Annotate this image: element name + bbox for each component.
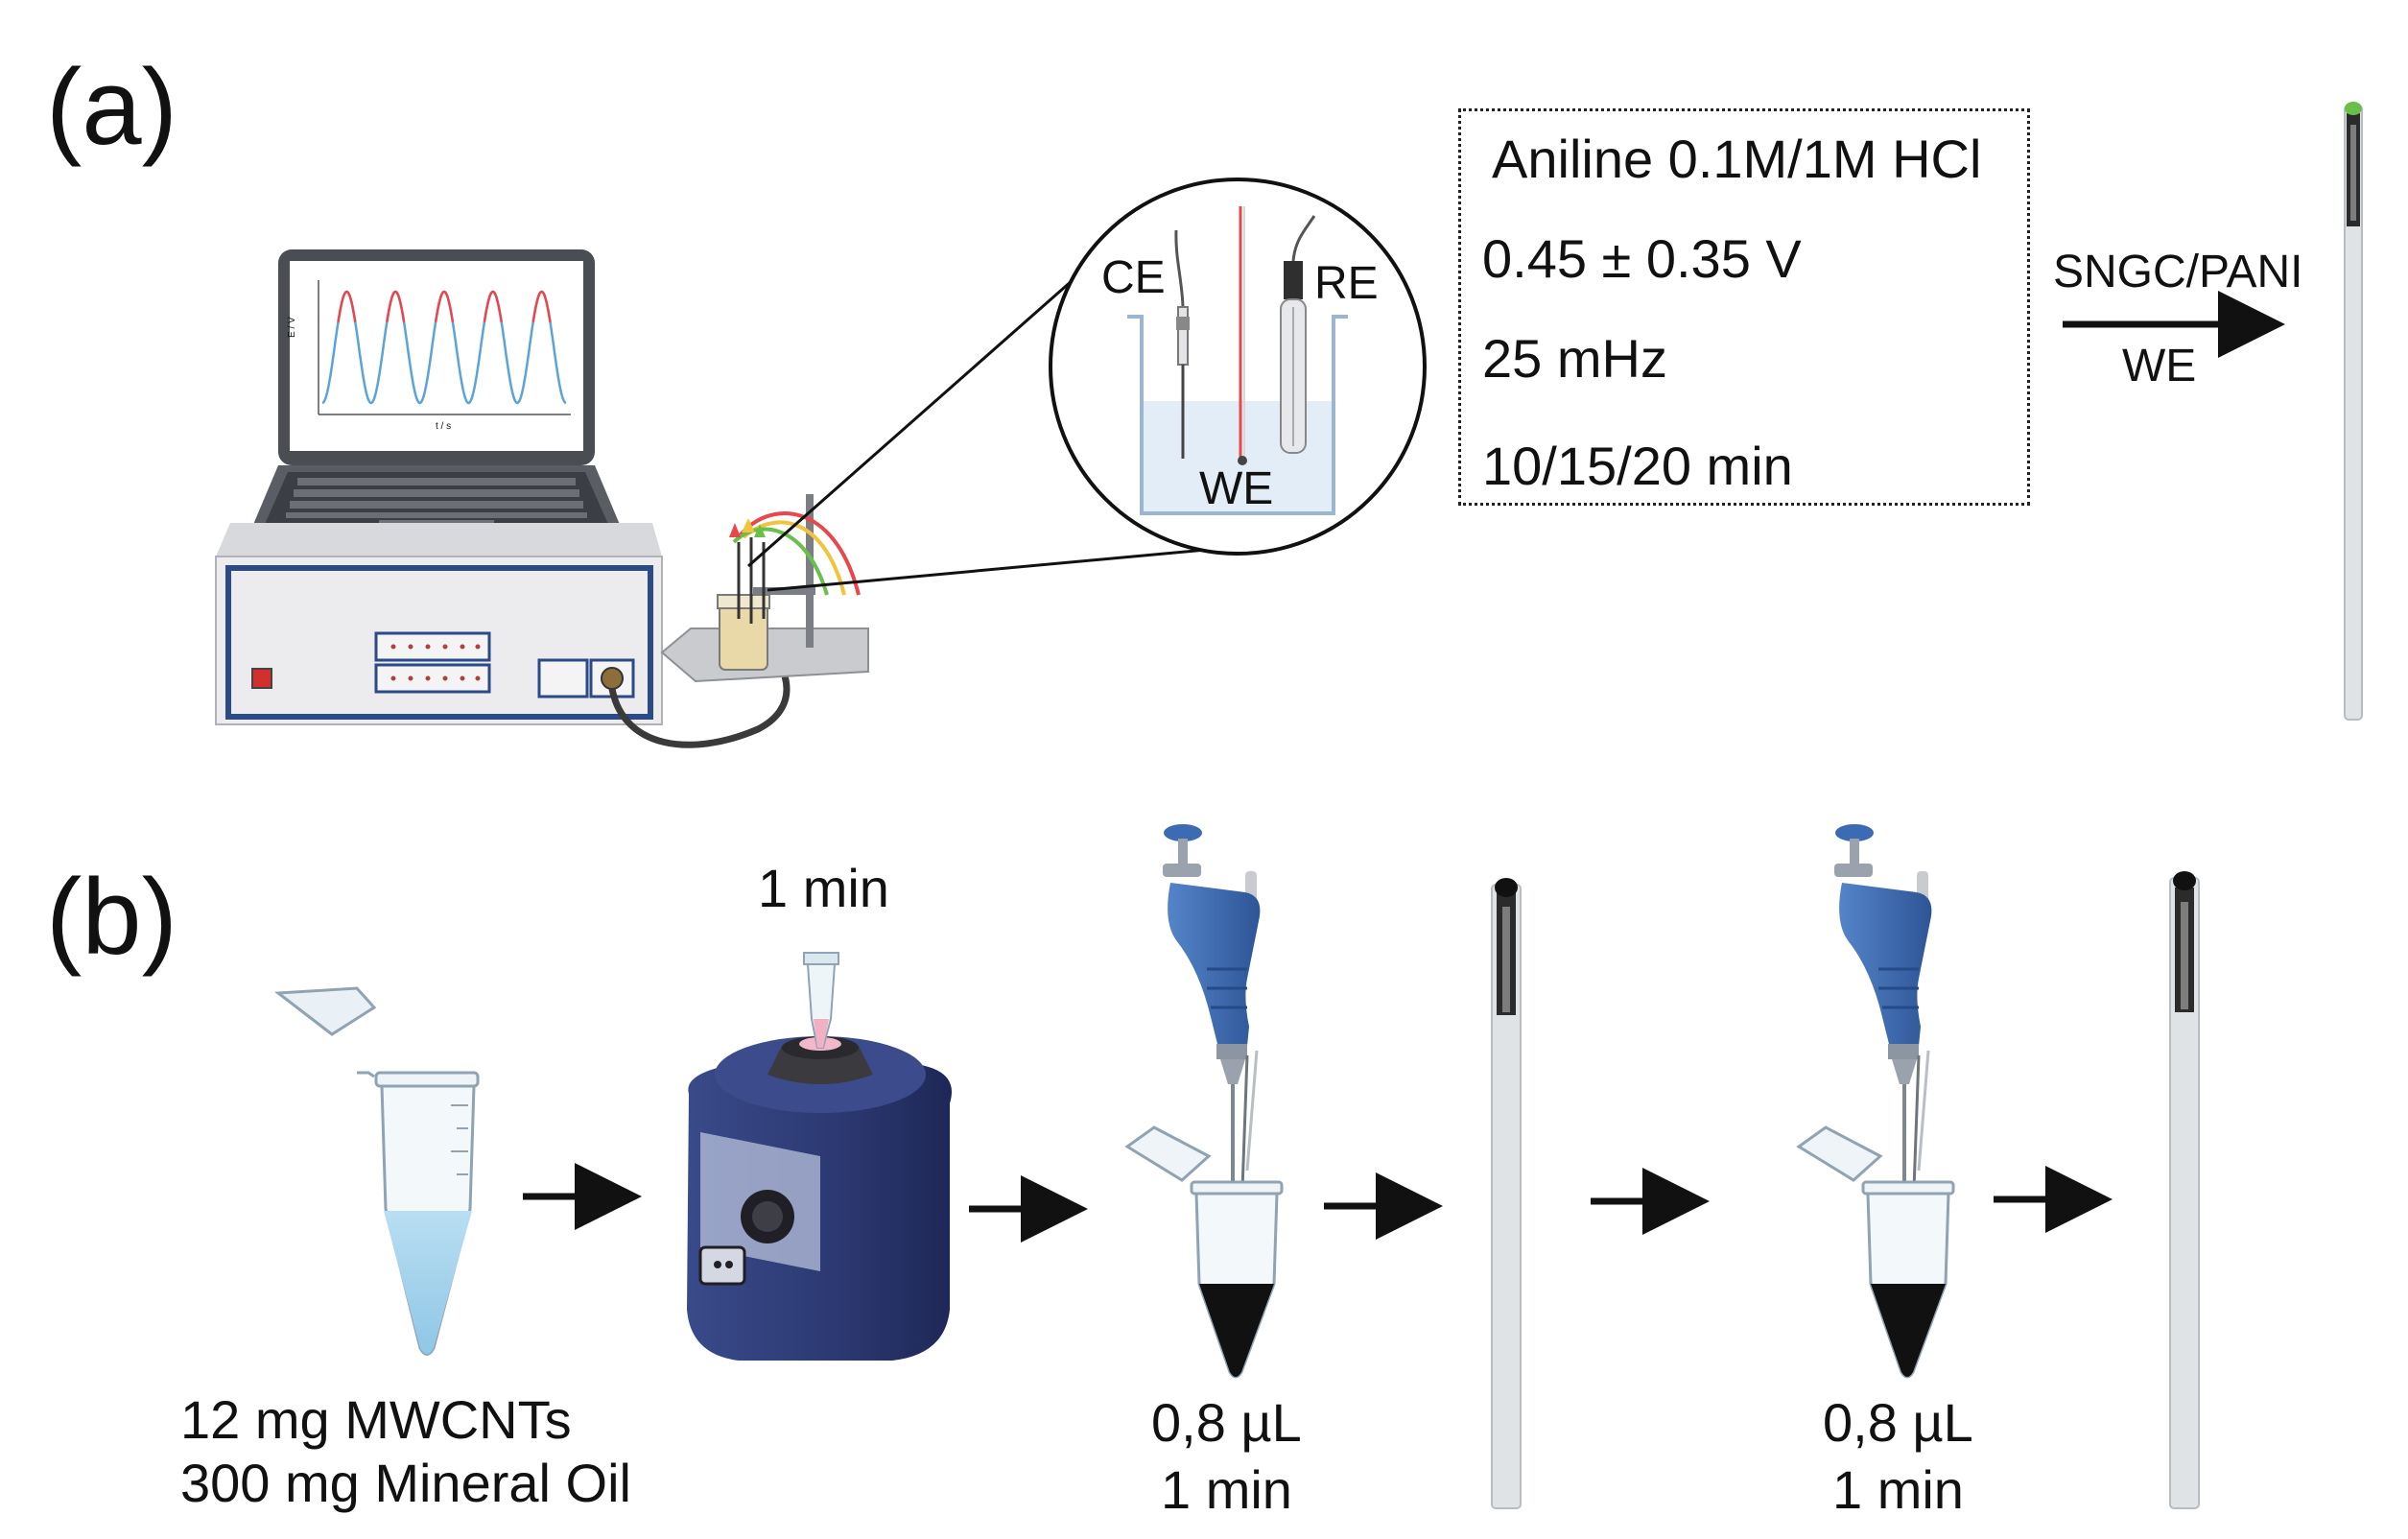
step2-time-label: 1 min: [1832, 1459, 1964, 1520]
laptop-icon: [235, 249, 638, 555]
plot-red-curve: [337, 290, 552, 322]
tube-step1-carbon-paste: [1124, 1125, 1284, 1379]
tube-step2-carbon-paste: [1796, 1125, 1955, 1379]
re-label: RE: [1314, 258, 1379, 309]
zoom-line-upper: [747, 278, 1074, 568]
magnified-cell: [1049, 178, 1427, 556]
step1-time-label: 1 min: [1161, 1459, 1292, 1520]
vortex-time-label: 1 min: [758, 858, 889, 918]
step1-volume-label: 0,8 µL: [1151, 1392, 1302, 1453]
ce-label: CE: [1101, 252, 1166, 303]
eppendorf-tube-liquid: [273, 986, 480, 1356]
step2-volume-label: 0,8 µL: [1823, 1392, 1973, 1453]
conditions-box: [1458, 108, 2030, 506]
pipette-step1: [1163, 824, 1261, 1195]
condition-electrolyte: Aniline 0.1M/1M HCl: [1492, 129, 1982, 189]
condition-frequency: 25 mHz: [1482, 328, 1667, 389]
electrode-step1: [1491, 878, 1522, 1509]
vortex-mixer-icon: [687, 1036, 952, 1361]
tube-on-vortex: [803, 952, 839, 1049]
laptop-keyboard: [286, 478, 587, 518]
pipette-step2: [1834, 824, 1932, 1195]
screen-x-axis-label: t / s: [436, 421, 452, 432]
screen-plot: [318, 280, 571, 415]
panel-a-label: (a): [46, 47, 177, 167]
arrow-bottom-label: WE: [2122, 341, 2197, 391]
sngc-pani-electrode: [2344, 102, 2363, 721]
zoom-line-lower: [767, 545, 1239, 592]
potentiostat-panel-dots: [390, 644, 481, 681]
condition-time: 10/15/20 min: [1482, 436, 1793, 496]
we-label: WE: [1199, 463, 1274, 514]
mix-caption-mwcnts: 12 mg MWCNTs: [180, 1389, 572, 1450]
mix-caption-mineral-oil: 300 mg Mineral Oil: [180, 1453, 631, 1513]
cell-stand-icon: [660, 494, 869, 683]
potentiostat-icon: [215, 523, 663, 725]
condition-potential: 0.45 ± 0.35 V: [1482, 228, 1802, 289]
panel-b-label: (b): [46, 857, 177, 977]
screen-y-axis-label: E / V: [287, 317, 297, 338]
electrode-step2: [2169, 871, 2200, 1509]
arrow-top-label: SNGC/PANI: [2053, 247, 2303, 297]
